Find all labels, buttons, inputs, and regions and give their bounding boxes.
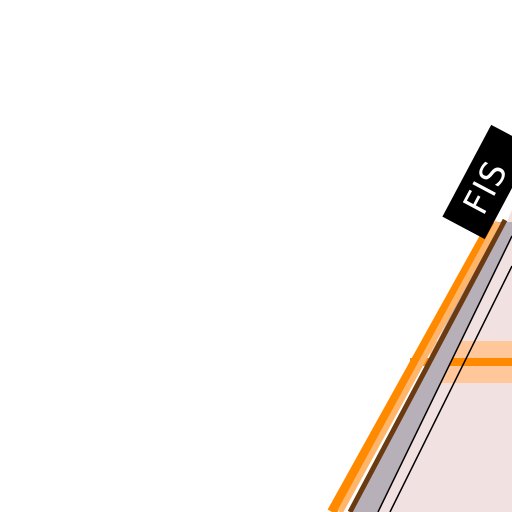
rail-band: [352, 222, 512, 512]
main-road: [337, 220, 501, 512]
main-road-casing: [327, 219, 498, 512]
route-label-background: [442, 124, 512, 240]
rail-line: [347, 218, 508, 512]
area-boundary-line: [377, 235, 512, 512]
area-boundary-line: [389, 265, 512, 512]
